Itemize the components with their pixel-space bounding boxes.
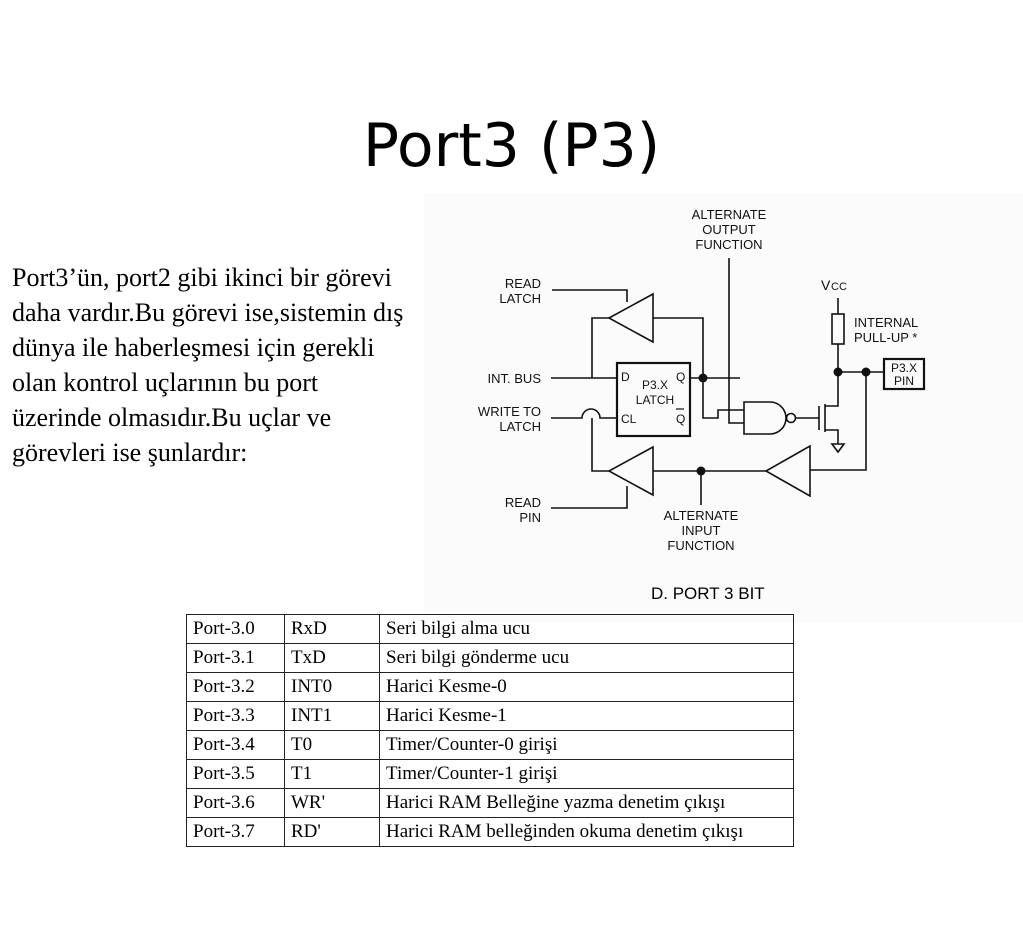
pin-desc: Seri bilgi gönderme ucu bbox=[379, 643, 794, 673]
alt-input-label-3: FUNCTION bbox=[667, 538, 734, 553]
alt-output-label-3: FUNCTION bbox=[695, 237, 762, 252]
latch-name-2: LATCH bbox=[636, 393, 674, 407]
pullup-resistor bbox=[831, 313, 845, 345]
table-row: Port-3.7 RD' Harici RAM belleğinden okum… bbox=[186, 817, 794, 847]
alt-output-label-1: ALTERNATE bbox=[692, 207, 767, 222]
pin-name: T0 bbox=[284, 730, 380, 760]
pin-label-2: PIN bbox=[894, 374, 914, 388]
pin-port: Port-3.4 bbox=[186, 730, 285, 760]
pin-name: RD' bbox=[284, 817, 380, 847]
read-latch-label-1: READ bbox=[505, 276, 541, 291]
pin-port: Port-3.2 bbox=[186, 672, 285, 702]
pin-name: INT1 bbox=[284, 701, 380, 731]
int-bus-label: INT. BUS bbox=[488, 371, 542, 386]
vcc-label: V bbox=[821, 277, 831, 293]
diagram-caption: D. PORT 3 BIT bbox=[651, 584, 765, 603]
table-row: Port-3.4 T0 Timer/Counter-0 girişi bbox=[186, 730, 794, 760]
write-to-label-2: LATCH bbox=[499, 419, 541, 434]
read-pin-label-2: PIN bbox=[519, 510, 541, 525]
pin-desc: Timer/Counter-0 girişi bbox=[379, 730, 794, 760]
table-row: Port-3.6 WR' Harici RAM Belleğine yazma … bbox=[186, 788, 794, 818]
vcc-subscript: CC bbox=[831, 281, 847, 293]
read-latch-wire bbox=[552, 289, 628, 302]
pin-desc: Harici RAM Belleğine yazma denetim çıkış… bbox=[379, 788, 794, 818]
slide-title: Port3 (P3) bbox=[362, 111, 661, 181]
pin-label-1: P3.X bbox=[891, 361, 917, 375]
read-pin-wire bbox=[551, 486, 628, 509]
pin-desc: Harici Kesme-1 bbox=[379, 701, 794, 731]
pin-name: TxD bbox=[284, 643, 380, 673]
latch-d-label: D bbox=[621, 370, 630, 384]
latch-qbar-label: Q bbox=[676, 412, 685, 426]
table-row: Port-3.0 RxD Seri bilgi alma ucu bbox=[186, 614, 794, 644]
alt-output-wire bbox=[728, 258, 744, 424]
pin-name: RxD bbox=[284, 614, 380, 644]
pin-desc: Seri bilgi alma ucu bbox=[379, 614, 794, 644]
pin-port: Port-3.7 bbox=[186, 817, 285, 847]
table-row: Port-3.3 INT1 Harici Kesme-1 bbox=[186, 701, 794, 731]
read-pin-buffer bbox=[607, 445, 654, 497]
latch-q-label: Q bbox=[676, 370, 685, 384]
latch-name-1: P3.X bbox=[642, 378, 668, 392]
alt-input-label-2: INPUT bbox=[682, 523, 721, 538]
p3x-latch-box bbox=[615, 361, 692, 438]
pullup-label-2: PULL-UP * bbox=[854, 330, 917, 345]
pin-name: WR' bbox=[284, 788, 380, 818]
body-paragraph: Port3’ün, port2 gibi ikinci bir görevi d… bbox=[12, 263, 404, 467]
table-row: Port-3.2 INT0 Harici Kesme-0 bbox=[186, 672, 794, 702]
input-buffer-right bbox=[764, 444, 811, 498]
nand-gate bbox=[743, 401, 787, 435]
diagram-background bbox=[424, 193, 1023, 623]
pin-desc: Harici RAM belleğinden okuma denetim çık… bbox=[379, 817, 794, 847]
read-latch-buffer bbox=[607, 292, 654, 344]
table-row: Port-3.5 T1 Timer/Counter-1 girişi bbox=[186, 759, 794, 789]
pin-desc: Harici Kesme-0 bbox=[379, 672, 794, 702]
p3x-pin-box bbox=[882, 357, 926, 391]
pin-port: Port-3.1 bbox=[186, 643, 285, 673]
pin-port: Port-3.5 bbox=[186, 759, 285, 789]
pin-port: Port-3.3 bbox=[186, 701, 285, 731]
pin-name: T1 bbox=[284, 759, 380, 789]
write-to-label-1: WRITE TO bbox=[478, 404, 541, 419]
pullup-label-1: INTERNAL bbox=[854, 315, 918, 330]
pin-name: INT0 bbox=[284, 672, 380, 702]
latch-cl-label: CL bbox=[621, 412, 637, 426]
output-fet bbox=[818, 378, 839, 444]
pin-port: Port-3.6 bbox=[186, 788, 285, 818]
write-latch-wire bbox=[551, 408, 617, 419]
alt-output-label-2: OUTPUT bbox=[702, 222, 756, 237]
read-latch-label-2: LATCH bbox=[499, 291, 541, 306]
port3-pin-table: Port-3.0 RxD Seri bilgi alma ucu Port-3.… bbox=[186, 614, 794, 847]
table-row: Port-3.1 TxD Seri bilgi gönderme ucu bbox=[186, 643, 794, 673]
pin-desc: Timer/Counter-1 girişi bbox=[379, 759, 794, 789]
pin-port: Port-3.0 bbox=[186, 614, 285, 644]
read-pin-label-1: READ bbox=[505, 495, 541, 510]
alt-input-label-1: ALTERNATE bbox=[664, 508, 739, 523]
